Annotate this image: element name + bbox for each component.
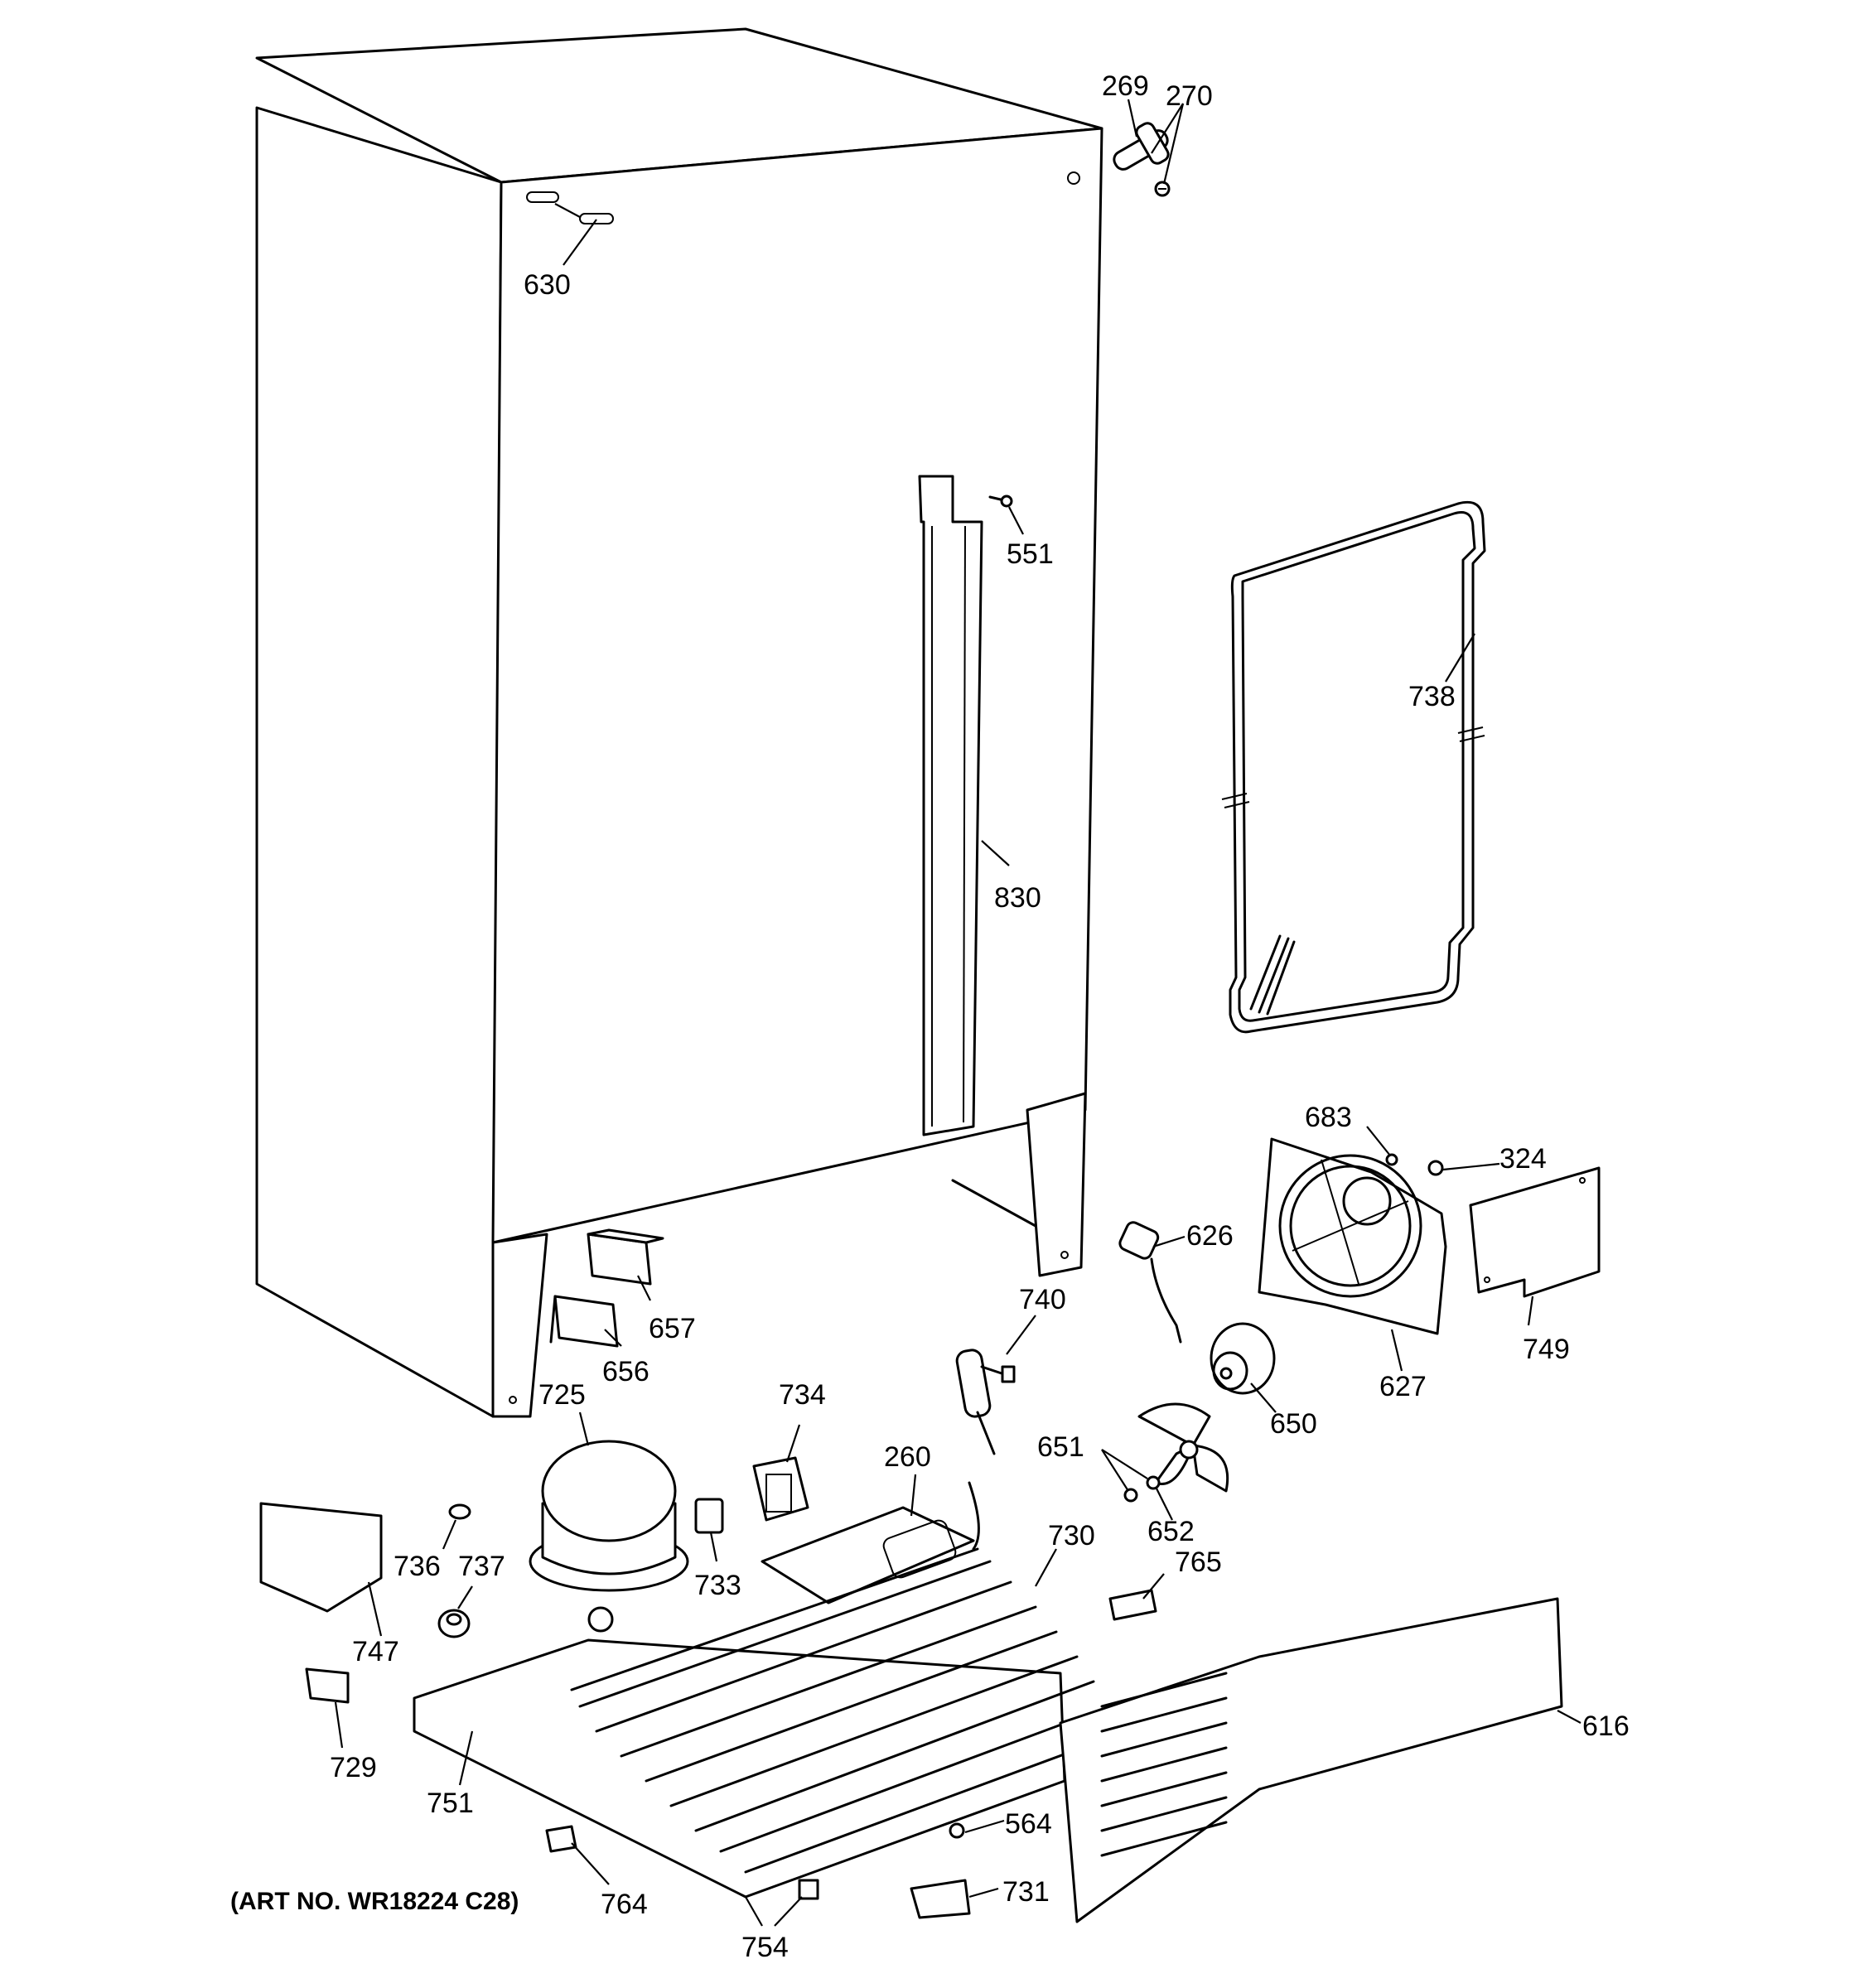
callout-324: 324 bbox=[1499, 1143, 1547, 1175]
capacitor-740 bbox=[955, 1349, 1016, 1455]
callout-765: 765 bbox=[1175, 1546, 1222, 1578]
callout-729: 729 bbox=[330, 1752, 377, 1783]
callout-616: 616 bbox=[1582, 1711, 1630, 1742]
callout-626: 626 bbox=[1186, 1220, 1234, 1252]
callout-652: 652 bbox=[1147, 1516, 1195, 1547]
callout-730: 730 bbox=[1048, 1520, 1095, 1551]
screw-551 bbox=[988, 495, 1013, 508]
callout-751: 751 bbox=[427, 1788, 474, 1819]
callout-270: 270 bbox=[1166, 80, 1213, 112]
center-channel-strip bbox=[918, 475, 983, 1136]
door-gasket-738 bbox=[1221, 500, 1486, 1034]
callout-269: 269 bbox=[1102, 70, 1149, 102]
hinge-pin-269 bbox=[1113, 122, 1170, 171]
cover-749 bbox=[1469, 1166, 1601, 1298]
grille-616 bbox=[1059, 1597, 1563, 1923]
callout-830: 830 bbox=[994, 882, 1041, 914]
callout-738: 738 bbox=[1408, 681, 1456, 712]
callout-740: 740 bbox=[1019, 1284, 1066, 1315]
callout-736: 736 bbox=[394, 1551, 441, 1582]
screw-683 bbox=[1385, 1153, 1398, 1166]
callout-764: 764 bbox=[601, 1889, 648, 1920]
art-number: (ART NO. WR18224 C28) bbox=[230, 1888, 519, 1915]
overload-733 bbox=[694, 1498, 724, 1534]
screw-324 bbox=[1427, 1160, 1444, 1176]
pad-754 bbox=[798, 1879, 819, 1900]
bracket-656 bbox=[549, 1295, 619, 1348]
callout-551: 551 bbox=[1007, 538, 1054, 570]
callout-725: 725 bbox=[538, 1379, 586, 1411]
compressor-725 bbox=[529, 1440, 689, 1633]
fan-blade-651 bbox=[1137, 1402, 1229, 1493]
clip-764 bbox=[545, 1825, 577, 1853]
cover-747 bbox=[259, 1502, 383, 1613]
screw-564 bbox=[949, 1822, 965, 1839]
grommet-736 bbox=[448, 1503, 471, 1520]
fan-shroud-627 bbox=[1258, 1137, 1447, 1335]
defrost-pan-260 bbox=[761, 1506, 975, 1604]
callout-650: 650 bbox=[1270, 1408, 1317, 1440]
callout-651: 651 bbox=[1037, 1431, 1084, 1463]
foot-731 bbox=[910, 1879, 971, 1919]
cabinet-slots bbox=[526, 191, 614, 224]
callout-labels: 269 270 630 551 738 830 683 324 626 657 … bbox=[230, 70, 1630, 1963]
callout-260: 260 bbox=[884, 1441, 931, 1473]
power-cord-626 bbox=[1118, 1221, 1182, 1344]
leader-lines bbox=[334, 99, 1582, 1927]
callout-630: 630 bbox=[524, 269, 571, 301]
callout-683: 683 bbox=[1305, 1102, 1352, 1133]
clip-729 bbox=[305, 1667, 350, 1704]
fan-motor-650 bbox=[1210, 1322, 1276, 1395]
callout-737: 737 bbox=[458, 1551, 505, 1582]
callout-564: 564 bbox=[1005, 1808, 1052, 1840]
callout-627: 627 bbox=[1379, 1371, 1427, 1402]
callout-657: 657 bbox=[649, 1313, 696, 1344]
callout-754: 754 bbox=[741, 1932, 789, 1963]
callout-749: 749 bbox=[1523, 1334, 1570, 1365]
callout-747: 747 bbox=[352, 1636, 399, 1667]
callout-734: 734 bbox=[779, 1379, 826, 1411]
bracket-657 bbox=[587, 1228, 664, 1286]
callout-656: 656 bbox=[602, 1356, 650, 1387]
grommet-737 bbox=[437, 1609, 471, 1638]
callout-733: 733 bbox=[694, 1570, 741, 1601]
screw-270 bbox=[1154, 181, 1171, 197]
callout-731: 731 bbox=[1002, 1876, 1050, 1908]
bracket-765 bbox=[1108, 1589, 1157, 1621]
relay-734 bbox=[752, 1456, 809, 1522]
retainer-652 bbox=[1123, 1475, 1161, 1503]
